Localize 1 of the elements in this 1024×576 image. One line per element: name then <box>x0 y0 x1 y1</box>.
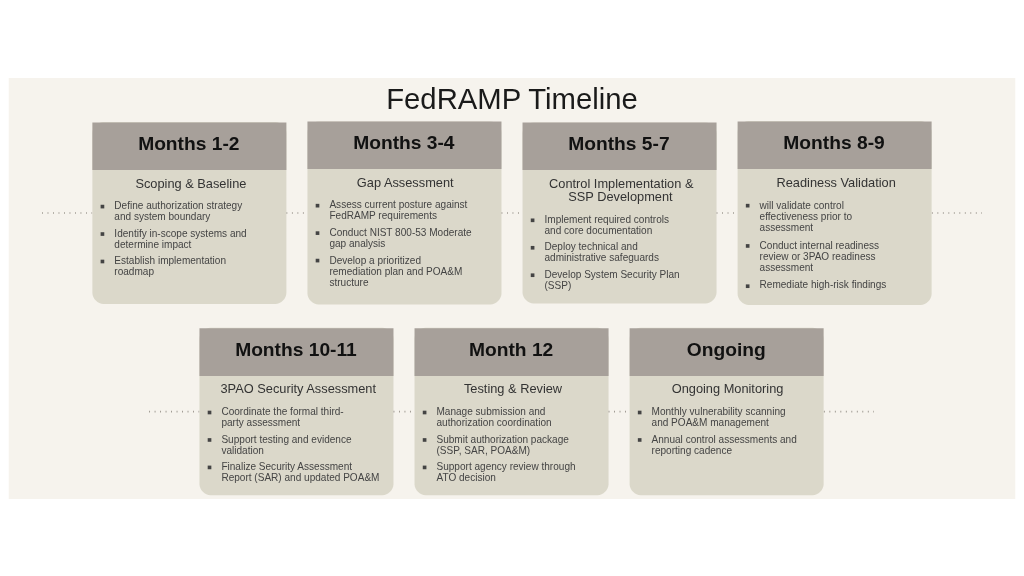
diagram-title: FedRAMP Timeline <box>386 81 638 115</box>
